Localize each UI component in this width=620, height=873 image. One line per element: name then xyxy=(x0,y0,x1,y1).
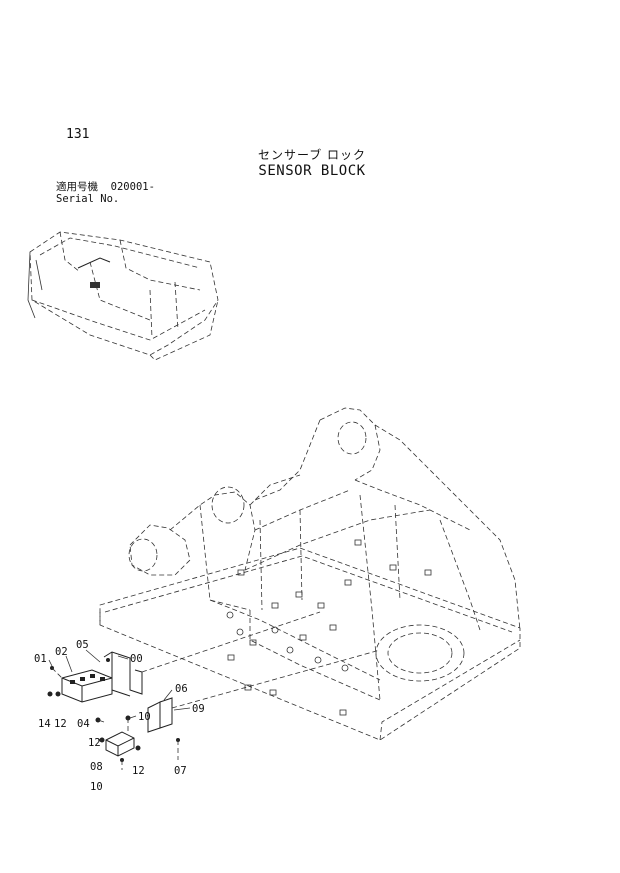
callout-12-c: 12 xyxy=(132,765,145,777)
serial-label-en: Serial No. xyxy=(56,193,120,205)
overview-machine-illustration xyxy=(27,231,219,361)
callout-10-b: 10 xyxy=(90,781,103,793)
callout-12-a: 12 xyxy=(54,718,67,730)
callout-01: 01 xyxy=(34,653,47,665)
title-english: SENSOR BLOCK xyxy=(258,163,366,179)
callout-14: 14 xyxy=(38,718,51,730)
callout-06: 06 xyxy=(175,683,188,695)
callout-09: 09 xyxy=(192,703,205,715)
main-frame-illustration xyxy=(99,407,521,741)
callout-leaders xyxy=(48,649,191,741)
callout-07: 07 xyxy=(174,765,187,777)
callout-labels: 01 02 05 00 14 12 04 06 09 10 12 08 12 0… xyxy=(34,639,205,793)
callout-00: 00 xyxy=(130,653,143,665)
callout-10-a: 10 xyxy=(138,711,151,723)
callout-04: 04 xyxy=(77,718,90,730)
callout-02: 02 xyxy=(55,646,68,658)
sensor-location-marker xyxy=(90,282,100,288)
serial-value: 020001- xyxy=(110,181,155,193)
title-japanese: センサーブ ロック xyxy=(257,148,367,162)
serial-label-jp: 適用号機 xyxy=(56,181,98,193)
page-number: 131 xyxy=(66,127,90,142)
callout-12-b: 12 xyxy=(88,737,101,749)
serial-info: 適用号機 020001- Serial No. xyxy=(56,181,155,205)
callout-05: 05 xyxy=(76,639,89,651)
sensor-block-exploded-view xyxy=(47,611,381,770)
callout-08: 08 xyxy=(90,761,103,773)
